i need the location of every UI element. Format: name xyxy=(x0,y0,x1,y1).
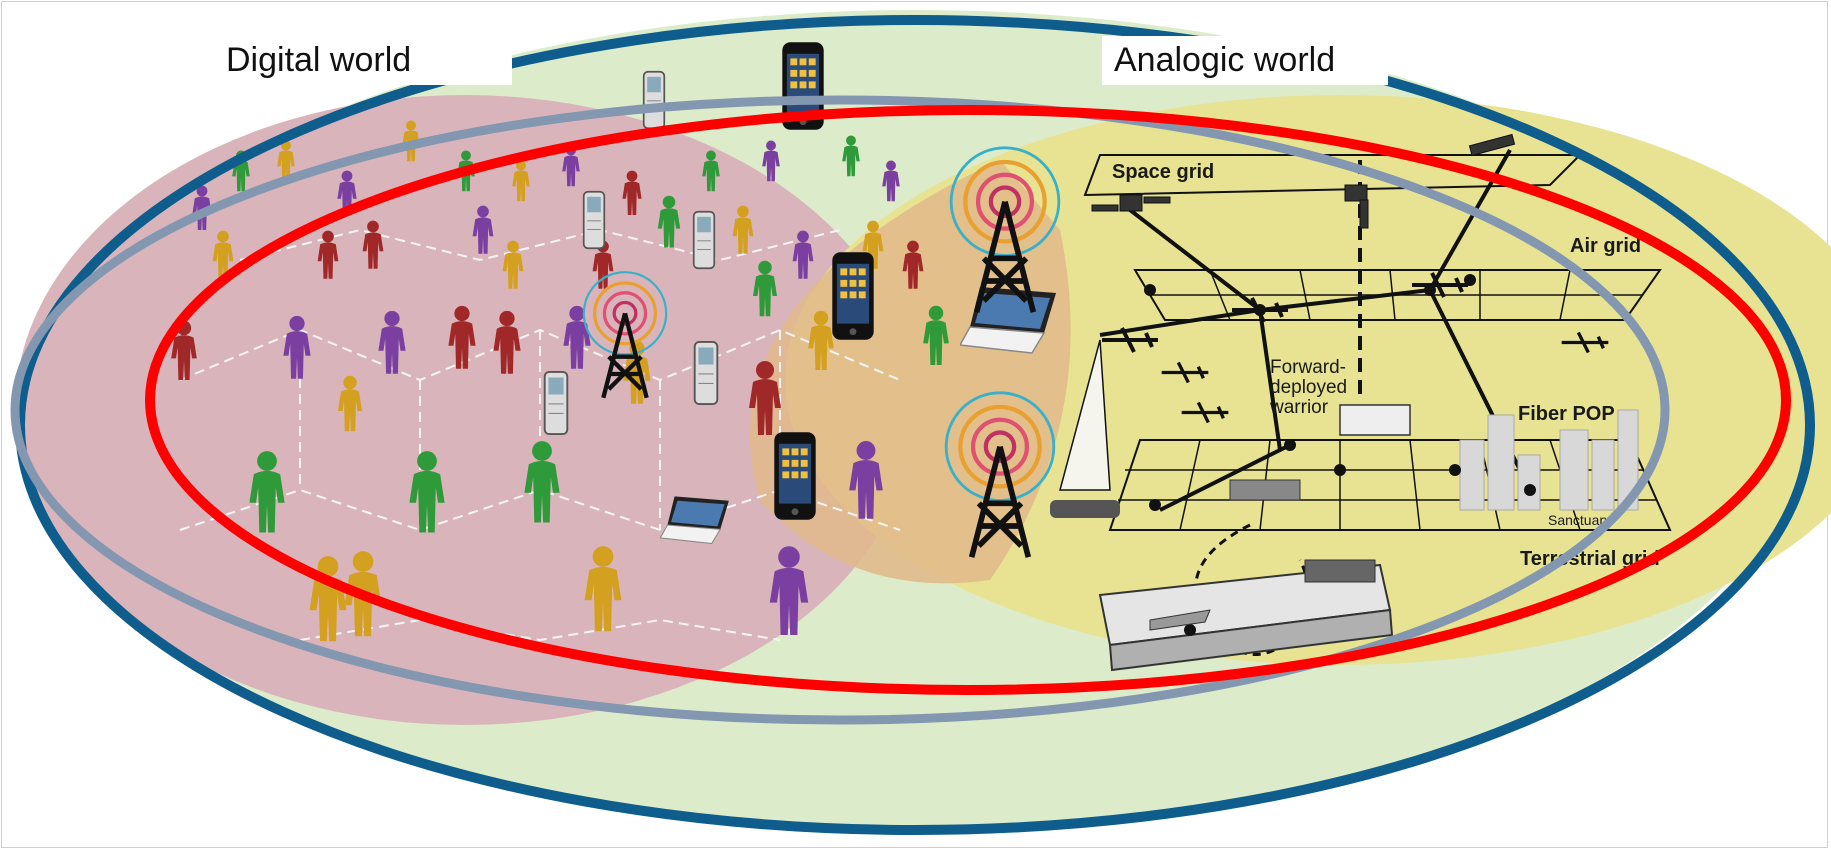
air-grid-label: Air grid xyxy=(1570,235,1641,257)
phone-icon xyxy=(832,252,874,340)
inner-ellipse xyxy=(145,105,1791,695)
grid-labels: Space grid Air grid Forward- deployed wa… xyxy=(1112,161,1660,570)
digital-world-label: Digital world xyxy=(214,36,512,85)
flip-phone-icon xyxy=(692,210,716,270)
fiber-pop-label: Fiber POP xyxy=(1518,403,1615,425)
forward-label-1: Forward- xyxy=(1270,357,1346,378)
flip-phone-icon xyxy=(543,370,569,436)
space-grid-label: Space grid xyxy=(1112,161,1214,183)
phone-icon xyxy=(774,432,816,520)
sanctuary-label: Sanctuary xyxy=(1548,512,1611,528)
ship-icon xyxy=(1229,479,1301,501)
analog-world-label: Analogic world xyxy=(1102,36,1388,85)
middle-ellipse xyxy=(10,95,1670,725)
flip-phone-icon xyxy=(642,70,666,130)
flip-phone-icon xyxy=(693,340,719,406)
city-icon xyxy=(1459,409,1639,511)
forward-label-3: warrior xyxy=(1269,397,1329,418)
tank-icon xyxy=(1050,500,1120,518)
digital-world-region xyxy=(15,95,915,725)
submarine-icon xyxy=(1149,609,1211,631)
forward-label-2: deployed xyxy=(1270,377,1347,398)
building-icon xyxy=(1339,404,1411,436)
flip-phone-icon xyxy=(582,190,606,250)
satellite-icon xyxy=(1091,133,1516,229)
ship-icon xyxy=(1304,559,1376,583)
